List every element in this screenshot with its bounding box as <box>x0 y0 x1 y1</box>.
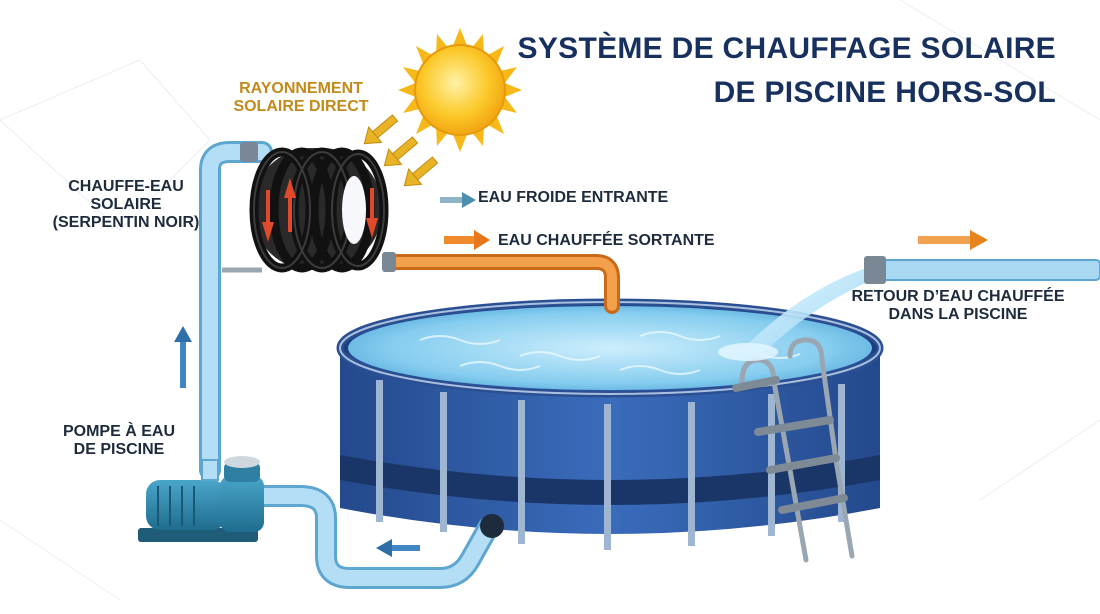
heated-return-label-line1: RETOUR D’EAU CHAUFFÉE <box>851 288 1065 305</box>
hot-water-out-label: EAU CHAUFFÉE SORTANTE <box>498 232 715 249</box>
heated-return-label-line2: DANS LA PISCINE <box>888 305 1028 323</box>
cold-water-in-label: EAU FROIDE ENTRANTE <box>478 189 669 206</box>
diagram-title-line2: DE PISCINE HORS-SOL <box>713 76 1056 109</box>
pool-to-pump-pipe <box>251 485 504 589</box>
pool-pump-icon <box>138 456 264 542</box>
solar-coil-icon <box>249 147 389 273</box>
pool-pump-label-line1: POMPE À EAU <box>62 423 175 440</box>
flow-arrow-icon <box>174 192 988 557</box>
pool-ladder-icon <box>732 337 855 563</box>
pump-to-heater-pipe <box>199 141 273 481</box>
return-water-spray <box>718 266 872 361</box>
pool <box>336 298 884 550</box>
hot-water-pipe <box>382 252 620 314</box>
sun-radiation-label-line1: RAYONNEMENT <box>239 80 363 97</box>
solar-ray-arrows <box>363 114 439 187</box>
heated-return-label: RETOUR D’EAU CHAUFFÉE DANS LA PISCINE <box>848 288 1068 324</box>
solar-heater-label-line1: CHAUFFE-EAU <box>68 178 184 195</box>
pool-pump-label: POMPE À EAU DE PISCINE <box>44 423 194 459</box>
solar-heater-label: CHAUFFE-EAU SOLAIRE (SERPENTIN NOIR) <box>40 178 212 232</box>
sun-radiation-label: RAYONNEMENT SOLAIRE DIRECT <box>226 80 376 116</box>
sun-radiation-label-line2: SOLAIRE DIRECT <box>233 97 369 115</box>
return-pipe <box>864 256 1100 284</box>
sun-icon <box>398 28 522 152</box>
solar-heater-label-line2: SOLAIRE <box>90 195 162 213</box>
diagram-title-line1: SYSTÈME DE CHAUFFAGE SOLAIRE <box>517 32 1056 65</box>
solar-heater-label-line3: (SERPENTIN NOIR) <box>52 213 200 231</box>
background-lines <box>0 0 1100 601</box>
pool-pump-label-line2: DE PISCINE <box>73 440 165 458</box>
